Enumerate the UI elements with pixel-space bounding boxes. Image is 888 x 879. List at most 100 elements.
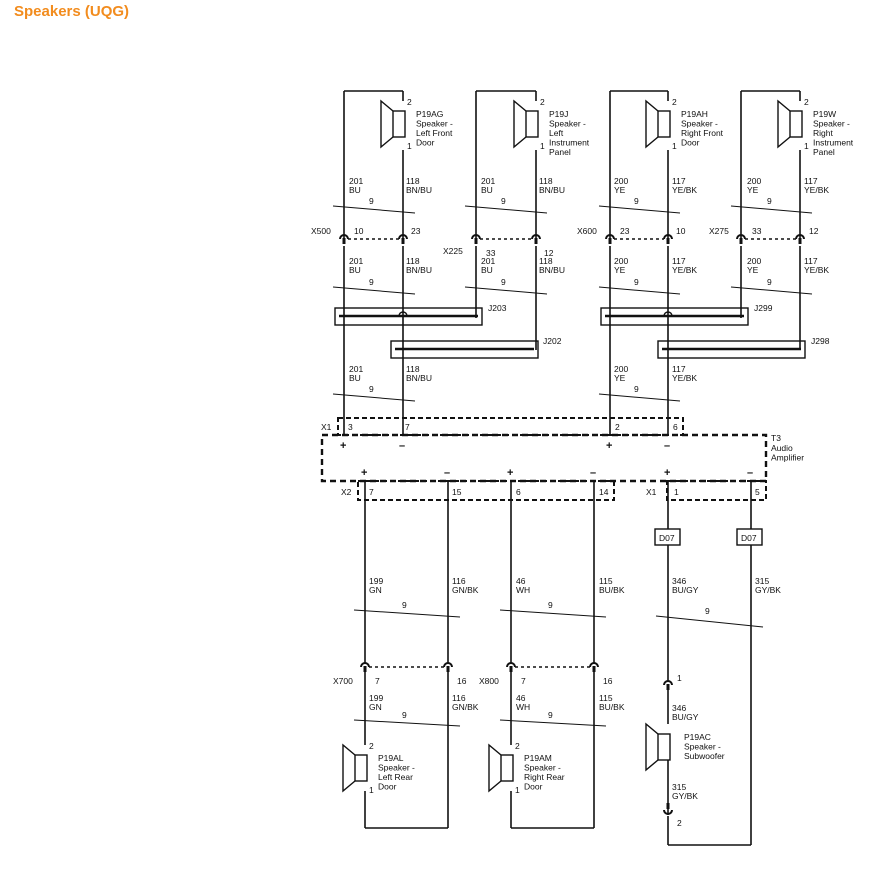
twisted-pair-line: [464, 286, 548, 295]
twisted-pair-line: [598, 393, 681, 402]
speaker-label: Left: [549, 128, 564, 138]
connector-label: X500: [311, 226, 331, 236]
wire-circuit-label: 46: [516, 693, 526, 703]
twisted-pair-label: 9: [548, 600, 553, 610]
connector-pin: [795, 234, 805, 240]
wire-crossover: [663, 311, 673, 317]
connector-label: X600: [577, 226, 597, 236]
connector-pin: [360, 662, 370, 668]
wire-color-label: YE/BK: [672, 373, 697, 383]
splice-label: J203: [488, 303, 507, 313]
twisted-pair-line: [598, 286, 681, 295]
speaker-label: P19AL: [378, 753, 404, 763]
pin-label: 5: [755, 487, 760, 497]
amplifier-body: [320, 433, 768, 483]
wire-circuit-label: 200: [614, 364, 628, 374]
wire-circuit-label: 201: [481, 256, 495, 266]
speaker-icon: [500, 754, 514, 782]
wire-circuit-label: 116: [452, 576, 466, 586]
amp-polarity-sign: +: [507, 467, 513, 479]
wire-color-label: BU: [349, 185, 361, 195]
connector-pin: [663, 809, 673, 815]
wire-color-label: BU/GY: [672, 712, 699, 722]
twisted-pair-label: 9: [369, 277, 374, 287]
wire-circuit-label: 115: [599, 693, 613, 703]
speaker-label: Speaker -: [524, 763, 561, 773]
connector-pin: [398, 234, 408, 240]
speaker-icon: [645, 99, 659, 149]
wire-color-label: BU/BK: [599, 585, 625, 595]
connector-pin-stem: [401, 238, 405, 244]
wire-circuit-label: 117: [804, 256, 818, 266]
speaker-label: Left Rear: [378, 772, 413, 782]
amp-polarity-sign: –: [590, 467, 596, 479]
pin-label: 2: [615, 422, 620, 432]
twisted-pair-label: 9: [767, 196, 772, 206]
wire-circuit-label: 201: [349, 364, 363, 374]
pin-label: 7: [405, 422, 410, 432]
wire-color-label: BN/BU: [539, 265, 565, 275]
wire-color-label: BN/BU: [406, 373, 432, 383]
speaker-icon: [657, 733, 671, 761]
connector-pin-stem: [798, 238, 802, 244]
pin-label: 7: [375, 676, 380, 686]
connector-pin: [736, 234, 746, 240]
pin-label: 2: [804, 97, 809, 107]
wire-circuit-label: 315: [755, 576, 769, 586]
pin-label: 2: [672, 97, 677, 107]
speaker-label: Speaker -: [549, 119, 586, 129]
twisted-pair-line: [332, 393, 416, 402]
wire-circuit-label: 118: [406, 364, 420, 374]
twisted-pair-line: [499, 609, 607, 618]
connector-pin: [531, 234, 541, 240]
twisted-pair-label: 9: [369, 196, 374, 206]
wire-circuit-label: 118: [406, 256, 420, 266]
wire-color-label: GY/BK: [755, 585, 781, 595]
wire-circuit-label: 199: [369, 693, 383, 703]
twisted-pair-label: 9: [634, 384, 639, 394]
amplifier-x1-bottom-connector: [666, 480, 767, 501]
speaker-icon: [392, 110, 406, 138]
pin-label: 2: [540, 97, 545, 107]
pin-label: 10: [676, 226, 686, 236]
connector-pin: [506, 662, 516, 668]
wire-color-label: BN/BU: [406, 265, 432, 275]
wire-circuit-label: 315: [672, 782, 686, 792]
twisted-pair-label: 9: [767, 277, 772, 287]
wire-crossover: [398, 311, 408, 317]
pin-label: 1: [407, 141, 412, 151]
connector-pin-stem: [608, 238, 612, 244]
amp-polarity-sign: –: [444, 467, 450, 479]
speaker-label: Speaker -: [813, 119, 850, 129]
wire-color-label: BU/GY: [672, 585, 699, 595]
wire-color-label: GY/BK: [672, 791, 698, 801]
twisted-pair-line: [332, 286, 416, 295]
speaker-label: Subwoofer: [684, 751, 725, 761]
speaker-label: Door: [378, 782, 397, 792]
connector-label: X1: [321, 422, 332, 432]
wire-color-label: BU: [481, 185, 493, 195]
speaker-label: P19J: [549, 109, 568, 119]
speaker-icon: [354, 754, 368, 782]
inline-connector-label: D07: [741, 533, 757, 543]
speaker-label: P19AH: [681, 109, 708, 119]
wire-circuit-label: 118: [406, 176, 420, 186]
twisted-pair-line: [730, 205, 813, 214]
speaker-icon: [657, 110, 671, 138]
speaker-label: P19AC: [684, 732, 711, 742]
wire-color-label: BN/BU: [539, 185, 565, 195]
pin-label: 2: [369, 741, 374, 751]
amp-polarity-sign: +: [361, 467, 367, 479]
wire-color-label: YE/BK: [672, 185, 697, 195]
pin-label: 6: [673, 422, 678, 432]
speaker-icon: [342, 743, 356, 793]
pin-label: 12: [544, 248, 554, 258]
speaker-label: Panel: [813, 147, 835, 157]
twisted-pair-label: 9: [501, 196, 506, 206]
twisted-pair-line: [332, 205, 416, 214]
connector-pin: [589, 662, 599, 668]
pin-label: 7: [521, 676, 526, 686]
wire-circuit-label: 118: [539, 176, 553, 186]
pin-label: 6: [516, 487, 521, 497]
speaker-label: Right: [813, 128, 833, 138]
